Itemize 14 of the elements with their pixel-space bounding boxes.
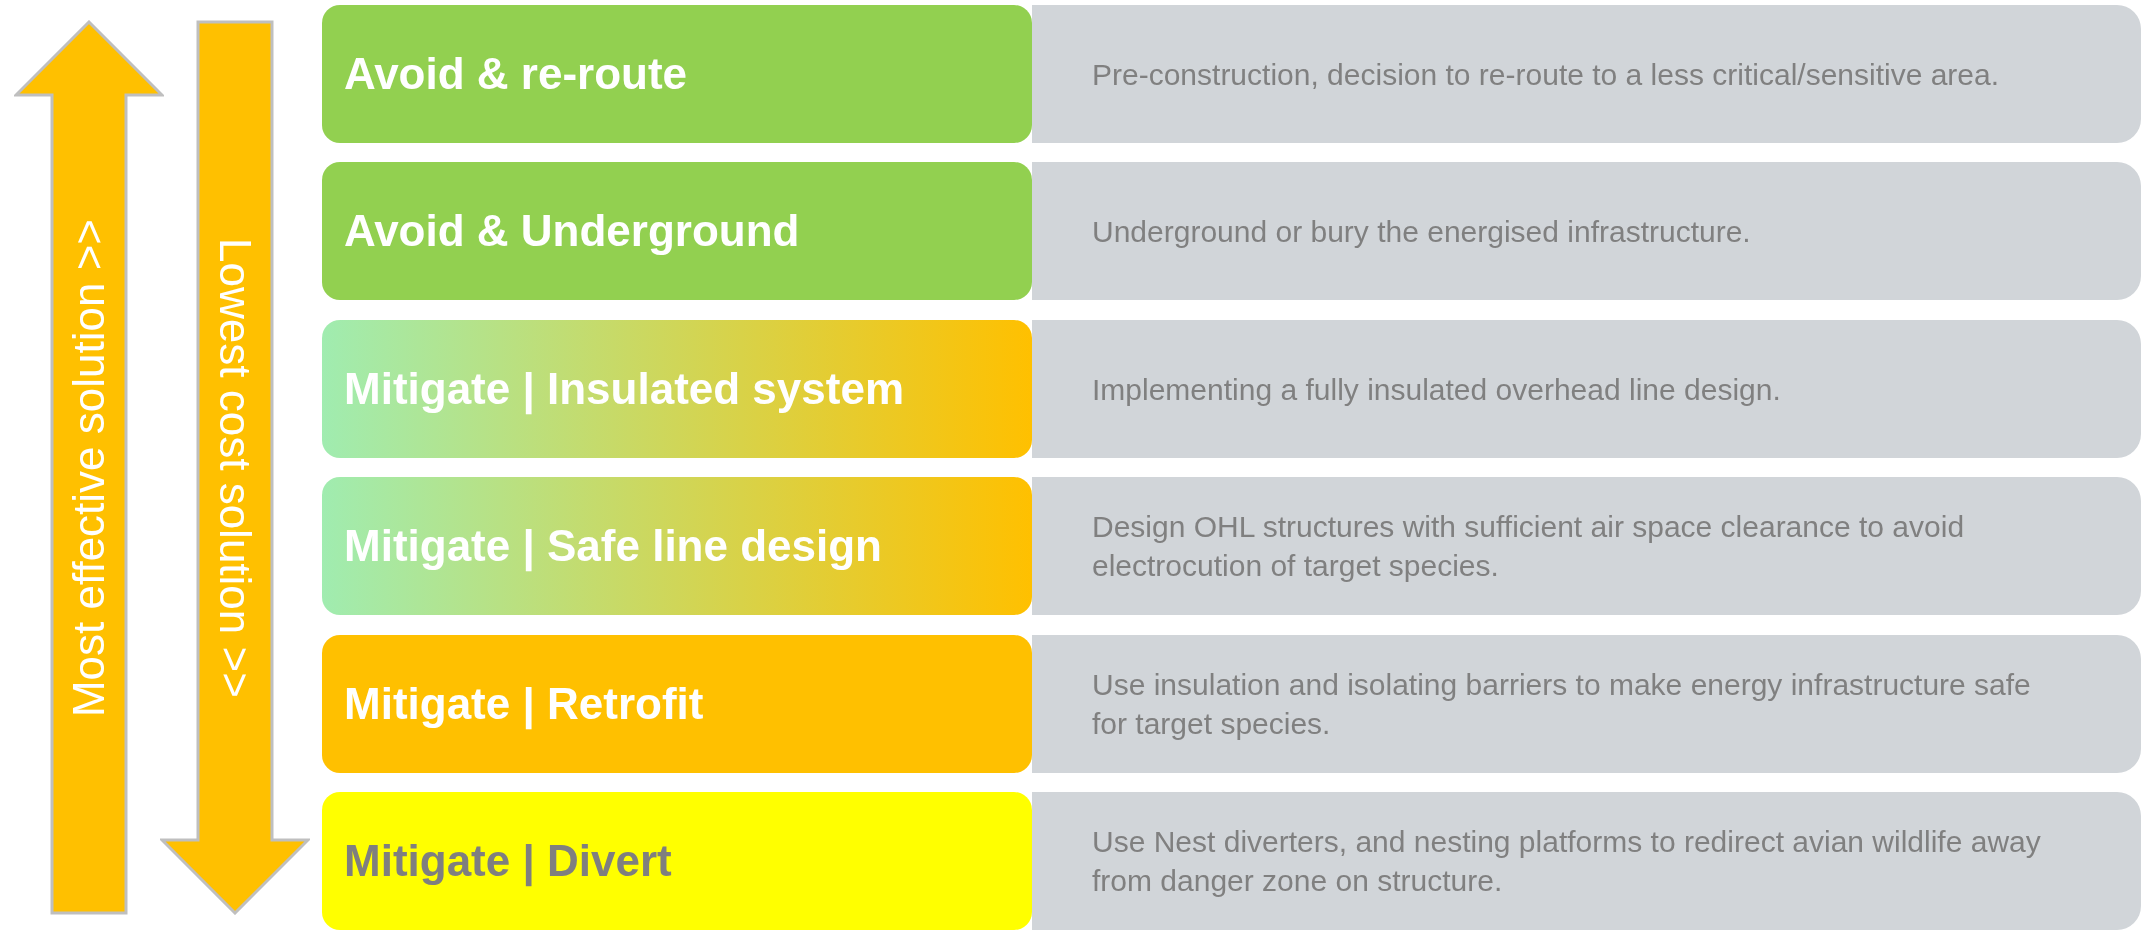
description-box: Design OHL structures with sufficient air space clearance to avoid electrocution of target species. [1032,477,2141,615]
arrow-label: Most effective solution >> [64,218,114,717]
description-box: Use insulation and isolating barriers to make energy infrastructure safe for target species. [1032,635,2141,773]
category-box: Mitigate | Insulated system [322,320,1032,458]
description-box: Implementing a fully insulated overhead line design. [1032,320,2141,458]
description-box: Use Nest diverters, and nesting platforms to redirect avian wildlife away from danger zone on structure. [1032,792,2141,930]
description-box: Underground or bury the energised infrastructure. [1032,162,2141,300]
category-box: Mitigate | Retrofit [322,635,1032,773]
category-box: Mitigate | Safe line design [322,477,1032,615]
description-box: Pre-construction, decision to re-route to a less critical/sensitive area. [1032,5,2141,143]
category-box: Avoid & Underground [322,162,1032,300]
category-box: Mitigate | Divert [322,792,1032,930]
arrow-label: Lowest cost solution >> [210,237,260,698]
category-box: Avoid & re-route [322,5,1032,143]
